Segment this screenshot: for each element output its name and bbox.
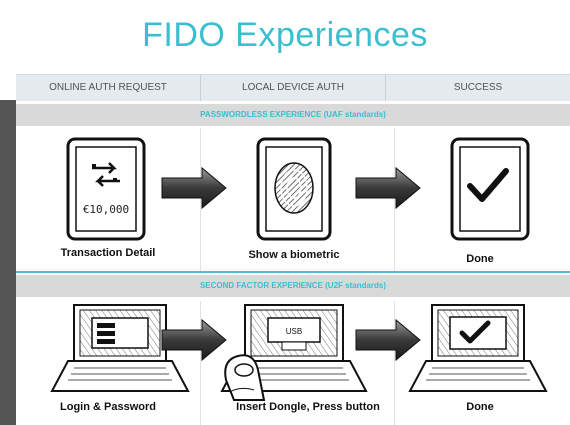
arrow-right-icon	[355, 166, 421, 210]
laptop-usb-dongle-icon: USB	[220, 304, 368, 401]
arrow-right-icon	[161, 166, 227, 210]
column-divider	[200, 128, 201, 271]
left-accent-bar	[0, 100, 16, 425]
step-caption-login-password: Login & Password	[60, 401, 156, 413]
column-header-online-auth: ONLINE AUTH REQUEST	[16, 75, 201, 101]
column-header-row: ONLINE AUTH REQUEST LOCAL DEVICE AUTH SU…	[16, 74, 570, 101]
arrow-right-icon	[355, 318, 421, 362]
step-caption-transaction-detail: Transaction Detail	[60, 247, 156, 259]
section-bar-passwordless: PASSWORDLESS EXPERIENCE (UAF standards)	[16, 104, 570, 126]
column-header-success: SUCCESS	[453, 82, 503, 93]
page-title: FIDO Experiences	[142, 16, 428, 54]
usb-label: USB	[286, 327, 302, 336]
laptop-login-icon	[50, 304, 190, 392]
tablet-fingerprint-icon	[256, 137, 332, 241]
step-caption-done: Done	[466, 253, 494, 265]
column-divider	[394, 301, 395, 425]
section-bar-second-factor: SECOND FACTOR EXPERIENCE (U2F standards)	[16, 275, 570, 297]
tablet-check-icon	[450, 137, 530, 241]
step-caption-insert-dongle: Insert Dongle, Press button	[236, 401, 380, 413]
step-caption-done: Done	[466, 401, 494, 413]
section-divider	[16, 271, 570, 273]
column-divider	[394, 128, 395, 271]
column-header-local-device-auth: LOCAL DEVICE AUTH	[201, 75, 386, 101]
laptop-check-icon	[408, 304, 548, 392]
transaction-amount: €10,000	[83, 203, 129, 216]
step-caption-show-biometric: Show a biometric	[248, 249, 340, 261]
column-divider	[200, 301, 201, 425]
arrow-right-icon	[161, 318, 227, 362]
thumb-press-icon	[224, 354, 266, 401]
tablet-transaction-icon: €10,000	[66, 137, 146, 241]
